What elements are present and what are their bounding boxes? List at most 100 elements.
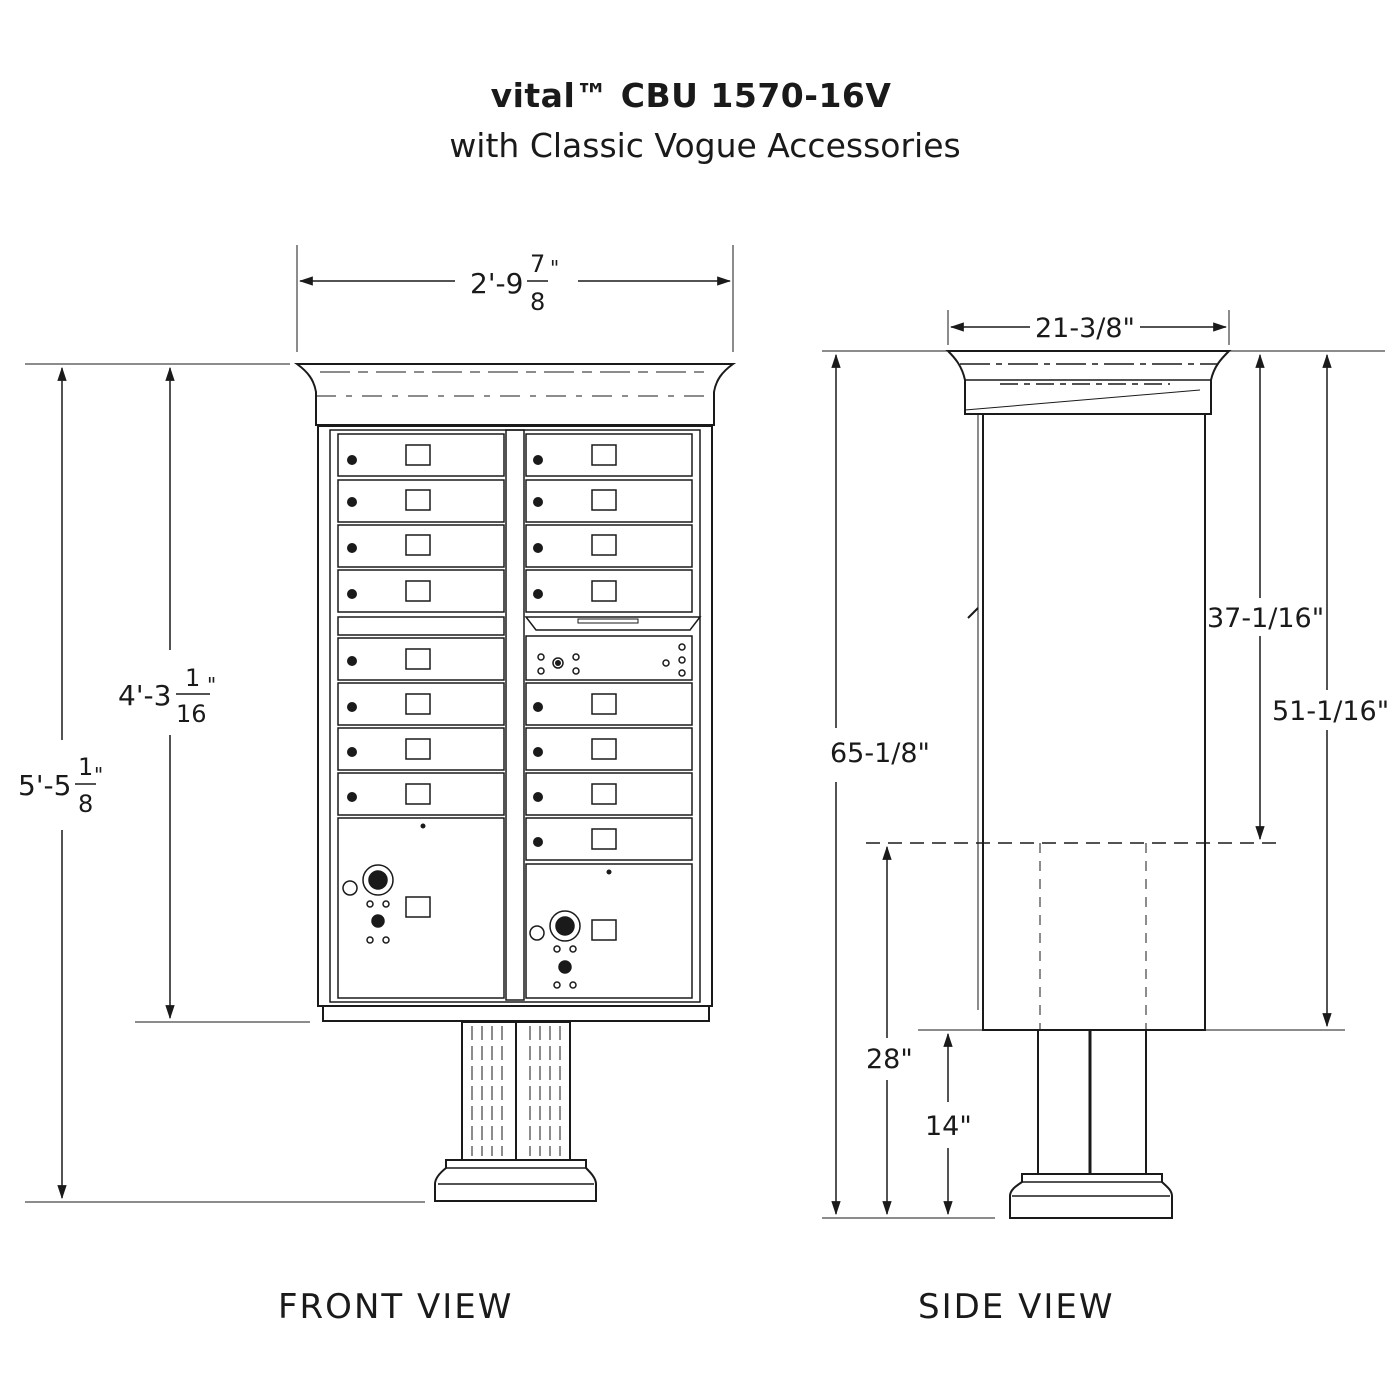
door-lock: [347, 792, 357, 802]
door-number-plate: [591, 828, 617, 850]
outgoing-lock: [552, 657, 564, 669]
side-14-label: 14": [925, 1111, 972, 1142]
front-cabinet-height-den: 16: [176, 700, 207, 728]
blank-panel: [337, 616, 505, 636]
mail-door: [337, 524, 505, 568]
side-51-label: 51-1/16": [1272, 696, 1389, 727]
mail-door: [525, 817, 693, 861]
door-lock: [347, 543, 357, 553]
front-cabinet-height-num: 1: [185, 664, 200, 692]
door-number-plate: [591, 738, 617, 760]
master-lock-core: [368, 870, 388, 890]
mail-door: [337, 637, 505, 681]
side-view-label: SIDE VIEW: [918, 1287, 1114, 1327]
door-number-plate: [591, 783, 617, 805]
side-hinge-mark: [967, 607, 979, 619]
side-cabinet-body: [982, 413, 1206, 1031]
door-lock: [347, 497, 357, 507]
door-lock: [533, 747, 543, 757]
hole: [572, 653, 580, 661]
left-parcel-lock-cluster: [342, 864, 394, 944]
door-number-plate: [405, 648, 431, 670]
door-lock: [533, 543, 543, 553]
hole: [678, 643, 686, 651]
front-width-num: 7: [530, 250, 545, 278]
door-lock: [533, 455, 543, 465]
parcel-indicator: [342, 880, 358, 896]
door-number-plate: [591, 580, 617, 602]
mail-door: [337, 682, 505, 726]
hole: [382, 900, 390, 908]
side-37-label: 37-1/16": [1207, 603, 1324, 634]
title-block: vital™ CBU 1570-16V with Classic Vogue A…: [0, 72, 1400, 172]
side-28-label: 28": [866, 1044, 913, 1075]
door-lock: [347, 589, 357, 599]
door-number-plate: [405, 693, 431, 715]
door-number-plate: [405, 580, 431, 602]
door-dot: [606, 869, 612, 875]
door-lock: [533, 589, 543, 599]
front-overall-height-den: 8: [78, 790, 93, 818]
pedestal-fluting: [471, 1026, 561, 1156]
master-lock: [549, 910, 581, 942]
mail-door: [525, 479, 693, 523]
front-cabinet-height-unit: ": [207, 673, 216, 697]
hole: [572, 667, 580, 675]
hole: [569, 981, 577, 989]
hole: [537, 653, 545, 661]
hole: [678, 656, 686, 664]
front-width-whole: 2'-9: [470, 267, 523, 300]
parcel-lock: [558, 960, 572, 974]
left-door-locks: [347, 455, 426, 829]
diagram-title: vital™ CBU 1570-16V: [490, 76, 892, 115]
hole: [537, 667, 545, 675]
front-center-mullion: [505, 429, 525, 1001]
side-pedestal-base: [1009, 1173, 1173, 1219]
front-view-label: FRONT VIEW: [278, 1287, 513, 1327]
hole: [553, 945, 561, 953]
door-number-plate: [405, 783, 431, 805]
mail-door: [525, 569, 693, 613]
hole: [366, 900, 374, 908]
door-lock: [347, 747, 357, 757]
parcel-indicator: [529, 925, 545, 941]
door-lock: [347, 455, 357, 465]
hole: [569, 945, 577, 953]
master-lock-core: [555, 916, 575, 936]
mail-door: [337, 479, 505, 523]
door-number-plate: [591, 444, 617, 466]
mail-door: [525, 772, 693, 816]
door-dot: [420, 823, 426, 829]
door-lock: [533, 792, 543, 802]
mail-door: [337, 569, 505, 613]
front-cabinet-base-plate: [322, 1005, 710, 1022]
right-door-column: [524, 433, 702, 999]
mail-door: [337, 727, 505, 771]
parcel-lock: [371, 914, 385, 928]
door-number-plate: [405, 444, 431, 466]
front-width-den: 8: [530, 288, 545, 316]
door-lock: [533, 837, 543, 847]
outgoing-compartment: [525, 635, 693, 681]
mail-door: [337, 772, 505, 816]
front-overall-height-whole: 5'-5: [18, 769, 71, 802]
mail-door: [525, 727, 693, 771]
side-depth-label: 21-3/8": [1035, 313, 1135, 344]
outgoing-slot-label: [577, 618, 639, 624]
front-cabinet-inner-frame: [329, 429, 701, 1003]
side-crown-cap: [945, 350, 1232, 415]
hole: [366, 936, 374, 944]
door-number-plate: [591, 534, 617, 556]
side-view: [822, 310, 1385, 1219]
door-number-plate: [405, 738, 431, 760]
door-number-plate: [591, 919, 617, 941]
side-65-label: 65-1/8": [830, 738, 930, 769]
hole: [678, 669, 686, 677]
outgoing-mail-slot: [524, 616, 702, 631]
side-pedestal-column: [1037, 1029, 1147, 1175]
door-number-plate: [591, 489, 617, 511]
front-view: [25, 245, 737, 1203]
door-number-plate: [405, 489, 431, 511]
parcel-locker-door: [525, 863, 693, 999]
